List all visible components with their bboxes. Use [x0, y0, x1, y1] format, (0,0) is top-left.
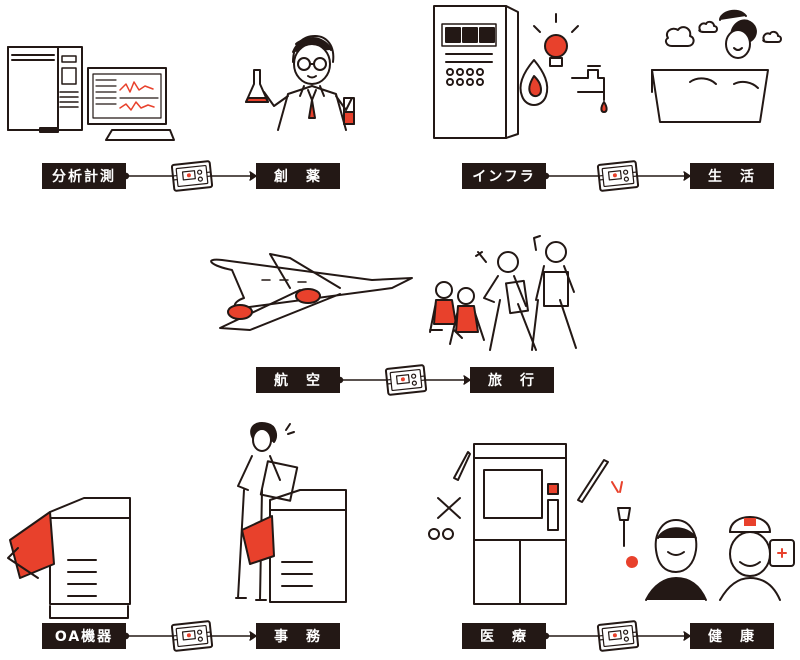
label-travel: 旅 行 — [470, 367, 554, 393]
airplane-illustration — [210, 253, 413, 331]
label-aviation: 航 空 — [256, 367, 340, 393]
label-analysis-measurement: 分析計測 — [42, 163, 126, 189]
circuit-board-icon — [596, 620, 640, 652]
label-daily-life: 生 活 — [690, 163, 774, 189]
bathtub-illustration — [651, 9, 782, 123]
copier-illustration — [7, 497, 131, 619]
copier-small-illustration — [241, 489, 347, 603]
connector-lines — [122, 171, 691, 641]
label-medical: 医 療 — [462, 623, 546, 649]
label-infrastructure: インフラ — [462, 163, 546, 189]
patients-illustration — [611, 481, 795, 601]
utilities-illustration — [519, 13, 608, 113]
control-panel-illustration — [433, 5, 519, 139]
circuit-board-icon — [170, 160, 214, 192]
analyzer-instrument-illustration — [7, 46, 83, 133]
circuit-board-icon — [596, 160, 640, 192]
label-office-equipment: OA機器 — [42, 623, 126, 649]
medical-tools-illustration — [428, 451, 609, 540]
travelers-illustration — [429, 235, 577, 351]
label-health: 健 康 — [690, 623, 774, 649]
label-drug-discovery: 創 薬 — [256, 163, 340, 189]
label-office-work: 事 務 — [256, 623, 340, 649]
circuit-board-icon — [384, 364, 428, 396]
scientist-illustration — [245, 35, 355, 131]
computer-monitor-illustration — [87, 67, 175, 141]
circuit-board-icon — [170, 620, 214, 652]
medical-cabinet-illustration — [473, 443, 567, 605]
office-worker-illustration — [235, 422, 299, 601]
